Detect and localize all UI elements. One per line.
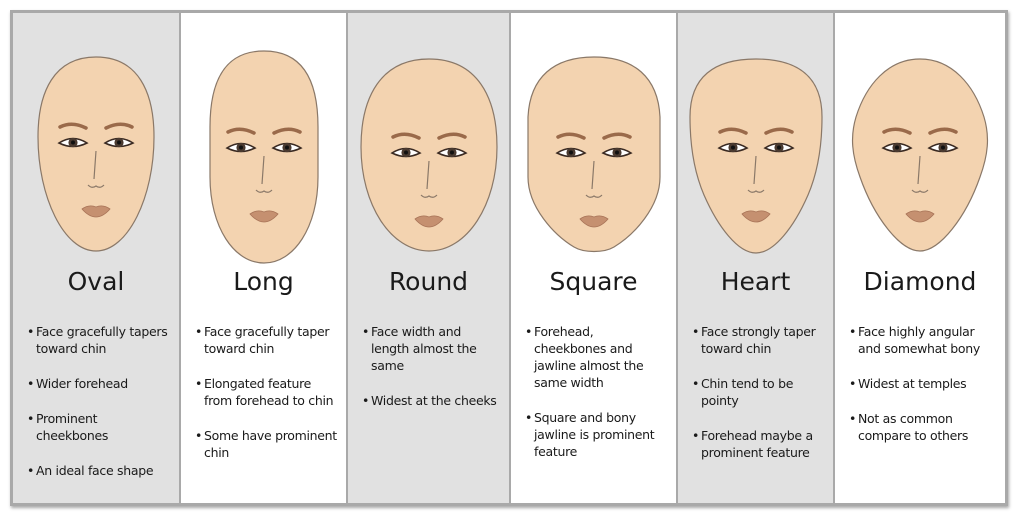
lips: [81, 205, 111, 218]
square-face-illustration: [526, 56, 661, 253]
right-eyebrow: [436, 132, 467, 140]
nose: [585, 160, 602, 198]
feature-list: •Forehead, cheekbones and jawline almost…: [525, 323, 668, 478]
left-pupil: [403, 150, 408, 155]
left-pupil: [568, 150, 573, 155]
left-eyebrow: [717, 127, 748, 135]
shape-title: Oval: [67, 267, 125, 296]
panel-round: Round •Face width and length almost the …: [348, 13, 511, 503]
diamond-face-illustration: [851, 58, 989, 252]
nose: [747, 155, 764, 193]
list-item: •Some have prominent chin: [195, 428, 337, 460]
face-shapes-chart: Oval •Face gracefully tapers toward chin…: [10, 10, 1008, 506]
shape-title: Square: [549, 267, 638, 296]
left-pupil: [730, 145, 735, 150]
list-item: •Square and bony jawline is prominent fe…: [525, 410, 655, 459]
bullet-glyph: •: [27, 324, 35, 339]
list-item: •Face highly angular and somewhat bony: [849, 324, 980, 356]
right-pupil: [284, 145, 289, 150]
panel-heart: Heart •Face strongly taper toward chin •…: [678, 13, 835, 503]
right-eyebrow: [104, 122, 134, 130]
right-eyebrow: [928, 127, 958, 135]
list-item: •Widest at temples: [849, 376, 967, 391]
right-eyebrow: [271, 127, 302, 135]
panel-square: Square •Forehead, cheekbones and jawline…: [511, 13, 678, 503]
bullet-glyph: •: [692, 324, 700, 339]
nose: [255, 155, 272, 193]
left-pupil: [71, 140, 75, 145]
list-item: •Forehead maybe a prominent feature: [692, 428, 813, 460]
right-pupil: [941, 145, 945, 150]
panel-long: Long •Face gracefully taper toward chin …: [181, 13, 348, 503]
left-eyebrow: [555, 132, 586, 140]
oval-face-illustration: [37, 56, 155, 252]
left-eyebrow: [225, 127, 256, 135]
bullet-glyph: •: [849, 411, 857, 426]
right-pupil: [117, 140, 121, 145]
feature-list: •Face gracefully tapers toward chin •Wid…: [27, 323, 171, 497]
shape-title: Heart: [720, 267, 791, 296]
feature-list: •Face gracefully taper toward chin •Elon…: [195, 323, 338, 479]
bullet-glyph: •: [27, 411, 35, 426]
list-item: •Elongated feature from forehead to chin: [195, 376, 334, 408]
shape-title: Round: [388, 267, 469, 296]
lips: [413, 215, 444, 228]
list-item: •Face strongly taper toward chin: [692, 324, 816, 356]
nose: [420, 160, 437, 198]
right-pupil: [614, 150, 619, 155]
list-item: •Not as common compare to others: [849, 411, 969, 443]
left-eyebrow: [882, 127, 912, 135]
heart-face-illustration: [688, 58, 823, 254]
feature-list: •Face width and length almost the same •…: [362, 323, 501, 427]
bullet-glyph: •: [692, 428, 700, 443]
feature-list: •Face strongly taper toward chin •Chin t…: [692, 323, 825, 479]
right-pupil: [776, 145, 781, 150]
face-outline: [526, 56, 661, 253]
list-item: •Widest at the cheeks: [362, 393, 497, 408]
shape-title: Diamond: [863, 267, 977, 296]
bullet-glyph: •: [525, 410, 533, 425]
face-outline: [359, 58, 498, 252]
panel-diamond: Diamond •Face highly angular and somewha…: [835, 13, 1005, 503]
bullet-glyph: •: [195, 324, 203, 339]
lips: [905, 210, 935, 223]
list-item: •Prominent cheekbones: [27, 411, 109, 443]
lips: [740, 210, 771, 223]
bullet-glyph: •: [195, 428, 203, 443]
face-outline: [851, 58, 989, 252]
right-pupil: [449, 150, 454, 155]
bullet-glyph: •: [525, 324, 533, 339]
bullet-glyph: •: [195, 376, 203, 391]
left-pupil: [895, 145, 899, 150]
list-item: •Forehead, cheekbones and jawline almost…: [525, 324, 644, 390]
list-item: •Face gracefully taper toward chin: [195, 324, 330, 356]
list-item: •An ideal face shape: [27, 463, 154, 478]
round-face-illustration: [359, 58, 498, 252]
lips: [248, 210, 279, 223]
panel-oval: Oval •Face gracefully tapers toward chin…: [13, 13, 181, 503]
left-pupil: [238, 145, 243, 150]
list-item: •Face gracefully tapers toward chin: [27, 324, 168, 356]
bullet-glyph: •: [362, 393, 370, 408]
list-item: •Face width and length almost the same: [362, 324, 477, 373]
bullet-glyph: •: [849, 376, 857, 391]
right-eyebrow: [601, 132, 632, 140]
shape-title: Long: [233, 267, 294, 296]
bullet-glyph: •: [27, 376, 35, 391]
list-item: •Chin tend to be pointy: [692, 376, 794, 408]
feature-list: •Face highly angular and somewhat bony •…: [849, 323, 997, 462]
bullet-glyph: •: [692, 376, 700, 391]
nose: [87, 150, 105, 188]
bullet-glyph: •: [27, 463, 35, 478]
list-item: •Wider forehead: [27, 376, 128, 391]
right-eyebrow: [763, 127, 794, 135]
left-eyebrow: [58, 122, 88, 130]
nose: [911, 155, 929, 193]
bullet-glyph: •: [362, 324, 370, 339]
long-face-illustration: [208, 50, 319, 264]
left-eyebrow: [390, 132, 421, 140]
bullet-glyph: •: [849, 324, 857, 339]
lips: [578, 215, 609, 228]
